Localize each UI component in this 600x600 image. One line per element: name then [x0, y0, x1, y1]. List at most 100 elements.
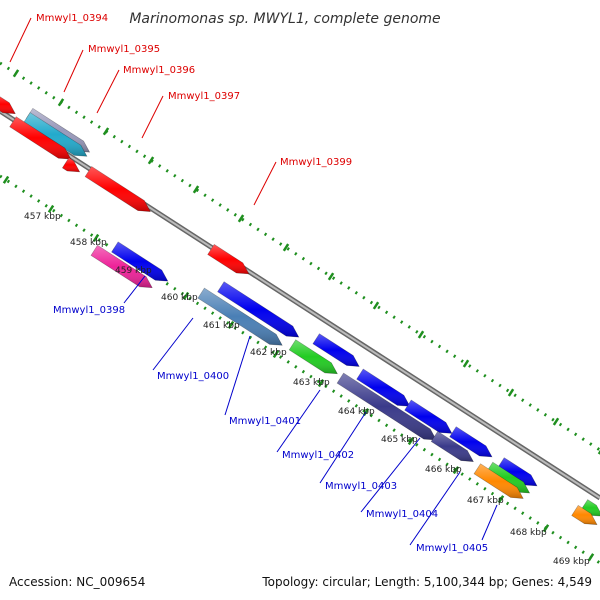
gene-0396b-shading [62, 157, 80, 172]
map-title: Marinomonas sp. MWYL1, complete genome [129, 11, 440, 27]
outer-tick-guide [0, 61, 600, 452]
gene-0398[interactable] [90, 244, 153, 289]
gene-0400b-shading [312, 333, 360, 367]
outer-major-tick [327, 272, 335, 281]
outer-major-tick [507, 388, 515, 397]
label-leader-line [63, 49, 84, 93]
outer-major-tick [462, 359, 470, 368]
gene-label-0396[interactable]: Mmwyl1_0396 [123, 65, 195, 76]
label-leader-line [360, 437, 421, 513]
gene-0397[interactable] [84, 166, 151, 212]
inner-major-tick [452, 466, 460, 475]
outer-major-tick [57, 98, 65, 107]
tick-label-458: 458 kbp [70, 238, 107, 248]
gene-0396[interactable] [9, 116, 72, 160]
gene-0403a-shading [404, 400, 452, 434]
gene-0400a[interactable] [217, 281, 300, 338]
gene-0401-shading [289, 339, 338, 374]
inner-major-tick [272, 349, 280, 359]
gene-0404-shading [431, 431, 474, 462]
accession-text: Accession: NC_009654 [9, 575, 145, 589]
gene-0401[interactable] [288, 339, 338, 375]
gene-label-0403[interactable]: Mmwyl1_0403 [325, 481, 397, 492]
gene-0400[interactable] [197, 287, 283, 346]
inner-major-tick [317, 379, 325, 388]
tick-label-467: 467 kbp [467, 496, 504, 506]
inner-major-tick [497, 495, 505, 504]
gene-label-0397[interactable]: Mmwyl1_0397 [168, 91, 240, 102]
gene-0398a-shading [111, 241, 168, 282]
inner-major-tick [92, 233, 100, 242]
gene-0403b[interactable] [449, 426, 493, 458]
inner-major-tick [542, 524, 550, 533]
label-leader-line [409, 471, 461, 546]
gene-0398a[interactable] [111, 241, 169, 282]
tick-labels: 457 kbp 458 kbp 459 kbp 460 kbp 461 kbp … [24, 212, 590, 567]
gene-0402a-shading [356, 369, 410, 407]
gene-0396-shading [9, 116, 71, 160]
gene-0397-shading [85, 166, 151, 212]
gene-0400b[interactable] [312, 333, 360, 367]
tick-label-459: 459 kbp [115, 266, 152, 276]
tick-label-464: 464 kbp [338, 407, 375, 417]
outer-major-tick [417, 330, 425, 339]
gene-label-0404[interactable]: Mmwyl1_0404 [366, 509, 438, 520]
gene-label-0395[interactable]: Mmwyl1_0395 [88, 44, 160, 55]
gene-0402[interactable] [336, 372, 437, 441]
gene-label-0398[interactable]: Mmwyl1_0398 [53, 305, 125, 316]
label-leader-line [253, 161, 277, 206]
outer-major-tick [282, 243, 290, 252]
gene-0400a-shading [217, 281, 299, 338]
gene-0405b-shading [486, 462, 530, 493]
gene-0399[interactable] [207, 243, 250, 275]
label-leaders [9, 17, 498, 546]
outer-major-tick [147, 156, 155, 165]
gene-0405-shading [474, 463, 524, 499]
gene-0394[interactable] [0, 95, 16, 115]
outer-major-tick [192, 185, 200, 194]
inner-major-tick [587, 553, 595, 562]
gene-0403b-shading [449, 426, 492, 457]
label-leader-line [9, 17, 32, 63]
gene-0398-shading [91, 245, 153, 288]
inner-major-tick [182, 291, 190, 301]
gene-0404[interactable] [430, 430, 474, 462]
label-leader-line [319, 411, 367, 484]
label-leader-line [96, 69, 120, 114]
gene-0402a[interactable] [356, 368, 411, 407]
inner-major-tick [227, 320, 235, 330]
tick-label-465: 465 kbp [381, 435, 418, 445]
gene-label-0400[interactable]: Mmwyl1_0400 [157, 371, 229, 382]
tick-label-461: 461 kbp [203, 321, 240, 331]
gene-0395b-shading [23, 112, 87, 157]
tick-label-462: 462 kbp [250, 348, 287, 358]
gene-0405[interactable] [473, 463, 524, 499]
tick-label-466: 466 kbp [425, 465, 462, 475]
gene-label-0405[interactable]: Mmwyl1_0405 [416, 543, 488, 554]
gene-label-0401[interactable]: Mmwyl1_0401 [229, 416, 301, 427]
gene-0403a[interactable] [404, 399, 453, 434]
tick-label-457: 457 kbp [24, 212, 61, 222]
label-leader-line [276, 389, 321, 453]
tick-label-468: 468 kbp [510, 528, 547, 538]
outer-major-tick [552, 417, 560, 426]
gene-label-0394[interactable]: Mmwyl1_0394 [36, 13, 108, 24]
tick-label-460: 460 kbp [161, 293, 198, 303]
inner-major-tick [407, 437, 415, 446]
gene-0405a[interactable] [497, 457, 538, 487]
gene-0402-shading [337, 373, 437, 440]
gene-label-0402[interactable]: Mmwyl1_0402 [282, 450, 354, 461]
inner-tick-guide [0, 174, 600, 565]
gene-0400-shading [197, 288, 283, 346]
genome-summary-text: Topology: circular; Length: 5,100,344 bp… [261, 575, 592, 589]
label-leader-line [123, 275, 146, 304]
gene-label-0399[interactable]: Mmwyl1_0399 [280, 157, 352, 168]
outer-major-tick [12, 69, 20, 78]
gene-0396b[interactable] [61, 157, 81, 173]
outer-major-tick [237, 214, 245, 223]
gene-edge-o[interactable] [571, 504, 598, 525]
label-leader-line [224, 335, 251, 416]
gene-0394-shading [0, 96, 16, 114]
gene-0395b[interactable] [23, 112, 88, 157]
